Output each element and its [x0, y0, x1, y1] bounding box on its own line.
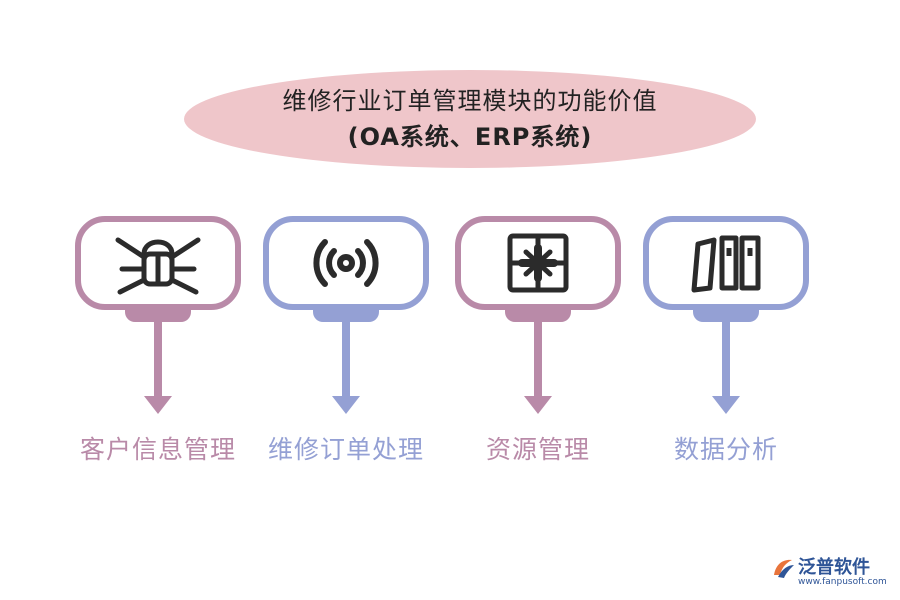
- arrow-shaft: [154, 322, 162, 398]
- arrow-head: [712, 396, 740, 414]
- card-tab: [313, 308, 379, 322]
- card-tab: [505, 308, 571, 322]
- arrow-head: [332, 396, 360, 414]
- logo-name: 泛普软件: [798, 557, 870, 578]
- arrow-shaft: [534, 322, 542, 398]
- card-tab: [125, 308, 191, 322]
- bug-icon: [115, 237, 201, 295]
- module-label-resources: 资源管理: [485, 435, 590, 464]
- module-label-customer-info: 客户信息管理: [79, 435, 236, 464]
- module-label-repair-orders: 维修订单处理: [267, 435, 424, 464]
- title-main: 维修行业订单管理模块的功能价值: [282, 87, 658, 115]
- logo-url: www.fanpusoft.com: [798, 577, 887, 587]
- title-banner: 维修行业订单管理模块的功能价值 (OA系统、ERP系统): [184, 70, 756, 168]
- arrow-shaft: [342, 322, 350, 398]
- module-card-customer-info: [75, 216, 241, 310]
- broadcast-icon: [313, 239, 379, 287]
- brand-logo: 泛普软件 www.fanpusoft.com: [768, 553, 894, 593]
- module-card-data-analysis: [643, 216, 809, 310]
- gift-box-icon: [507, 233, 569, 293]
- logo-mark-icon: [774, 559, 794, 578]
- columns-icon: [691, 235, 761, 293]
- card-tab: [693, 308, 759, 322]
- module-card-repair-orders: [263, 216, 429, 310]
- arrow-head: [144, 396, 172, 414]
- arrow-head: [524, 396, 552, 414]
- title-subtitle: (OA系统、ERP系统): [347, 123, 593, 151]
- arrow-shaft: [722, 322, 730, 398]
- module-card-resources: [455, 216, 621, 310]
- module-label-data-analysis: 数据分析: [673, 435, 778, 464]
